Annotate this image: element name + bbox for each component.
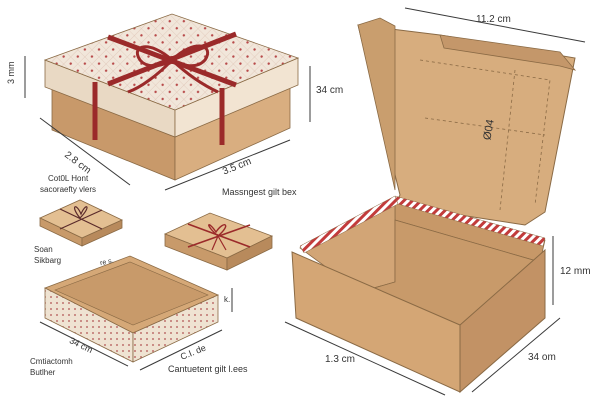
dim-line-tray-width: [139, 329, 223, 371]
tray-caption-line1: Cmtiactomh: [30, 357, 73, 366]
dim-line-large-width: [164, 139, 291, 191]
tray-side-label: k.: [224, 295, 230, 304]
open-tray: [44, 255, 219, 363]
small-gift-box-left: [39, 199, 123, 247]
tray-inner-floor: [54, 261, 209, 326]
mailer-box: Ø04: [291, 17, 577, 394]
dim-label-tray-width: C.I. de: [179, 343, 207, 362]
dim-label-mailer-front: 1.3 cm: [325, 354, 355, 365]
dim-label-mailer-width: 11.2 cm: [476, 14, 511, 25]
mailer-lid-side-flap: [357, 17, 396, 191]
lid-marking: Ø04: [481, 118, 496, 141]
lid-fold-line-horizontal: [424, 117, 546, 136]
small-bow-center: [208, 224, 227, 237]
caption-center: Massngest gilt bex: [222, 187, 297, 197]
tray-caption-line2: Butlher: [30, 368, 56, 377]
dim-line-mailer-front: [284, 321, 446, 396]
mailer-lid-top-flap: [439, 34, 577, 71]
dim-label-mailer-height: 12 mm: [560, 266, 591, 277]
dim-line-mailer-depth: [471, 317, 561, 393]
dim-label-large-width: 3.5 cm: [221, 156, 253, 177]
dim-label-mailer-depth: 34 om: [528, 352, 556, 363]
tray-right-wall: [132, 294, 219, 363]
small-box-caption-line2: Sikbarg: [34, 256, 61, 265]
small-box-caption-line1: Soan: [34, 245, 53, 254]
ribbon-bow: [127, 44, 219, 94]
dim-label-large-height: 34 cm: [316, 85, 343, 96]
bottom-caption: Cantuetent gilt l.ees: [168, 364, 248, 374]
lid-fold-lines: [419, 59, 551, 206]
small-gift-box-center: [163, 212, 274, 271]
large-gift-box: [43, 13, 300, 181]
dim-line-large-depth: [39, 117, 131, 186]
caption-top-left-line2: sacoraefty vlers: [40, 185, 96, 194]
dim-line-tray-depth: [39, 321, 129, 367]
dim-line-mailer-width: [404, 7, 586, 43]
caption-top-left-line1: Cot0L Hont: [48, 174, 89, 183]
dim-label-lid-height: 3 mm: [6, 62, 16, 85]
mailer-right-wall: [459, 248, 546, 394]
small-bow-left: [74, 206, 88, 219]
tray-top-label: re s.: [100, 257, 115, 267]
mailer-rim-back: [394, 195, 546, 247]
